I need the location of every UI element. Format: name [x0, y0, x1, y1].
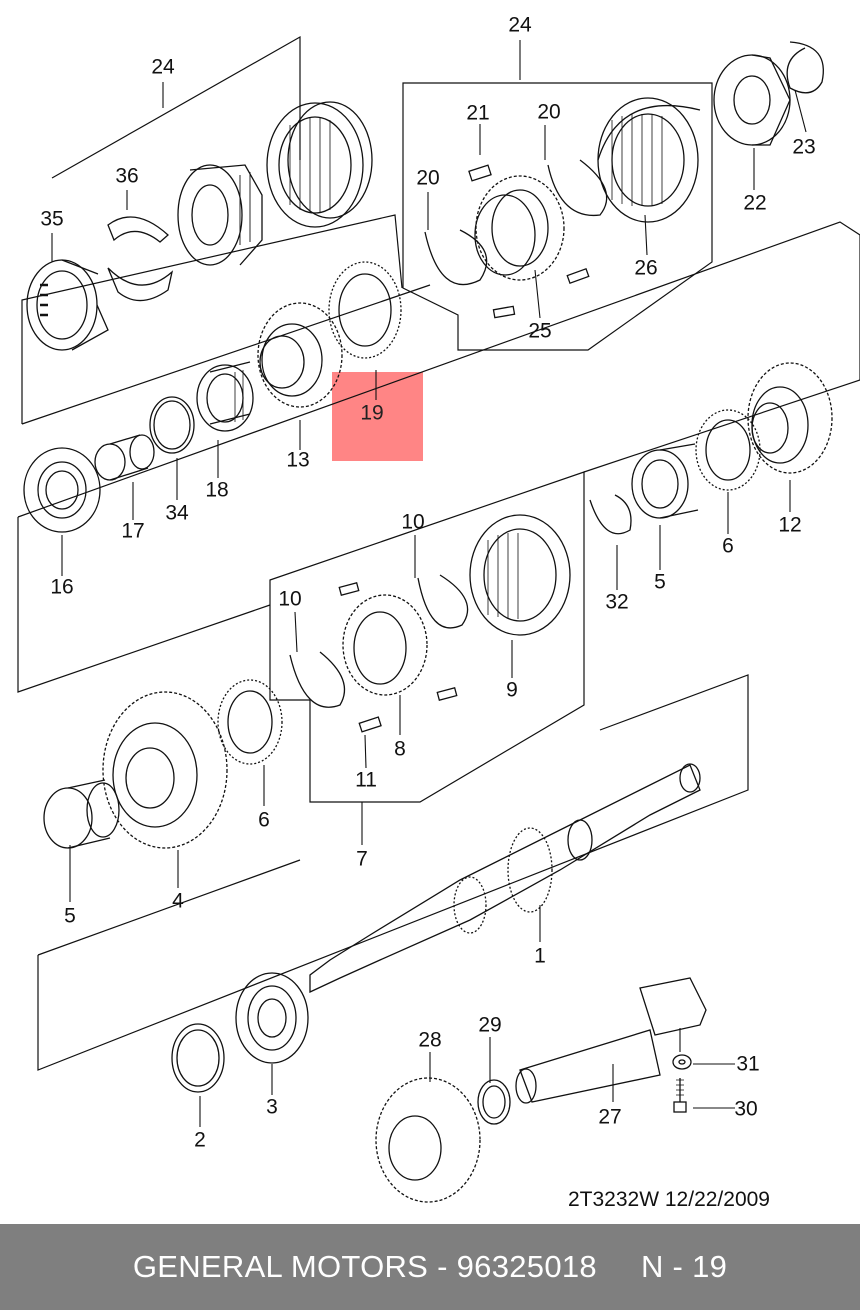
callout-29[interactable]: 29	[478, 1013, 502, 1037]
callout-5[interactable]: 5	[64, 904, 76, 928]
keys-group-25	[492, 267, 590, 319]
callout-5[interactable]: 5	[654, 570, 666, 594]
leader-lines	[51, 40, 807, 1127]
part-24-sleeve-upper-left	[266, 101, 373, 228]
part-32-snap-ring	[589, 494, 632, 535]
part-12-gear	[747, 362, 833, 474]
part-17-spacer	[94, 434, 155, 481]
callout-28[interactable]: 28	[418, 1028, 442, 1052]
callout-26[interactable]: 26	[634, 256, 658, 280]
callout-10[interactable]: 10	[401, 510, 425, 534]
footer-bar: GENERAL MOTORS - 96325018 N - 19	[0, 1224, 860, 1310]
part-8-gear-hub	[342, 594, 428, 696]
exploded-gear-diagram	[17, 35, 860, 1203]
part-30-bolt	[673, 1078, 687, 1113]
footer-separator: -	[428, 1249, 457, 1284]
part-13-gear	[257, 302, 343, 408]
part-18-bearing	[196, 361, 254, 432]
callout-6[interactable]: 6	[258, 808, 270, 832]
footer-brand: GENERAL MOTORS	[132, 1249, 429, 1284]
callout-31[interactable]: 31	[736, 1052, 760, 1076]
part-34-ring	[149, 396, 195, 454]
part-3-bearing	[235, 972, 309, 1064]
callout-12[interactable]: 12	[778, 513, 802, 537]
part-29-washer	[477, 1079, 511, 1125]
callout-16[interactable]: 16	[50, 575, 74, 599]
callout-7[interactable]: 7	[356, 847, 368, 871]
part-28-gear	[375, 1077, 481, 1203]
callout-24[interactable]: 24	[508, 13, 532, 37]
callout-27[interactable]: 27	[598, 1105, 622, 1129]
callout-9[interactable]: 9	[506, 678, 518, 702]
callout-21[interactable]: 21	[466, 101, 490, 125]
part-35-sleeve	[26, 259, 109, 351]
part-36-keys	[107, 216, 174, 302]
part-10-spring-lower	[289, 651, 346, 708]
part-25-gear-hub	[474, 175, 565, 281]
part-9-sleeve	[469, 514, 571, 636]
callout-18[interactable]: 18	[205, 478, 229, 502]
part-2-ring	[171, 1023, 225, 1093]
callout-4[interactable]: 4	[172, 889, 184, 913]
part-6-ring-lower	[217, 679, 283, 765]
callout-1[interactable]: 1	[534, 944, 546, 968]
part-10-spring-upper	[417, 574, 469, 629]
part-5-bearing-upper	[631, 443, 699, 519]
callout-10[interactable]: 10	[278, 587, 302, 611]
callout-36[interactable]: 36	[115, 164, 139, 188]
callout-13[interactable]: 13	[286, 448, 310, 472]
part-22-hub	[713, 54, 791, 146]
part-16-bearing	[23, 447, 101, 533]
callout-2[interactable]: 2	[194, 1128, 206, 1152]
keys-group-8	[338, 582, 458, 733]
part-20-spring-left	[424, 229, 488, 286]
part-23-snap-ring	[786, 41, 824, 94]
part-21-key	[468, 164, 492, 182]
part-5-bearing-lower	[43, 779, 120, 849]
part-19-highlight[interactable]	[332, 372, 423, 461]
callout-6[interactable]: 6	[722, 534, 734, 558]
drawing-code: 2T3232W 12/22/2009	[568, 1188, 770, 1211]
callout-17[interactable]: 17	[121, 519, 145, 543]
callout-20[interactable]: 20	[537, 100, 561, 124]
part-6-ring-upper	[695, 409, 761, 491]
assembly-outlines	[17, 35, 860, 1071]
callout-3[interactable]: 3	[266, 1095, 278, 1119]
callout-34[interactable]: 34	[165, 501, 189, 525]
callout-22[interactable]: 22	[743, 191, 767, 215]
callout-19[interactable]: 19	[360, 401, 384, 425]
part-20-spring-right	[547, 159, 608, 217]
part-1-mainshaft	[309, 763, 701, 994]
callout-11[interactable]: 11	[355, 768, 377, 792]
callout-25[interactable]: 25	[528, 319, 552, 343]
callout-32[interactable]: 32	[605, 590, 629, 614]
callout-8[interactable]: 8	[394, 737, 406, 761]
part-27-shaft	[515, 977, 707, 1104]
callout-23[interactable]: 23	[792, 135, 816, 159]
callout-30[interactable]: 30	[734, 1097, 758, 1121]
part-31-washer	[672, 1054, 692, 1070]
part-4-gear	[102, 691, 228, 849]
part-26-sleeve	[597, 97, 701, 223]
footer-page-ref: N - 19	[640, 1249, 728, 1284]
footer-part-number: 96325018	[456, 1249, 597, 1284]
part-24-hub-upper-left	[177, 164, 263, 266]
callout-20[interactable]: 20	[416, 166, 440, 190]
callout-35[interactable]: 35	[40, 207, 64, 231]
part-19-synchro-ring	[328, 261, 402, 359]
callout-24[interactable]: 24	[151, 55, 175, 79]
